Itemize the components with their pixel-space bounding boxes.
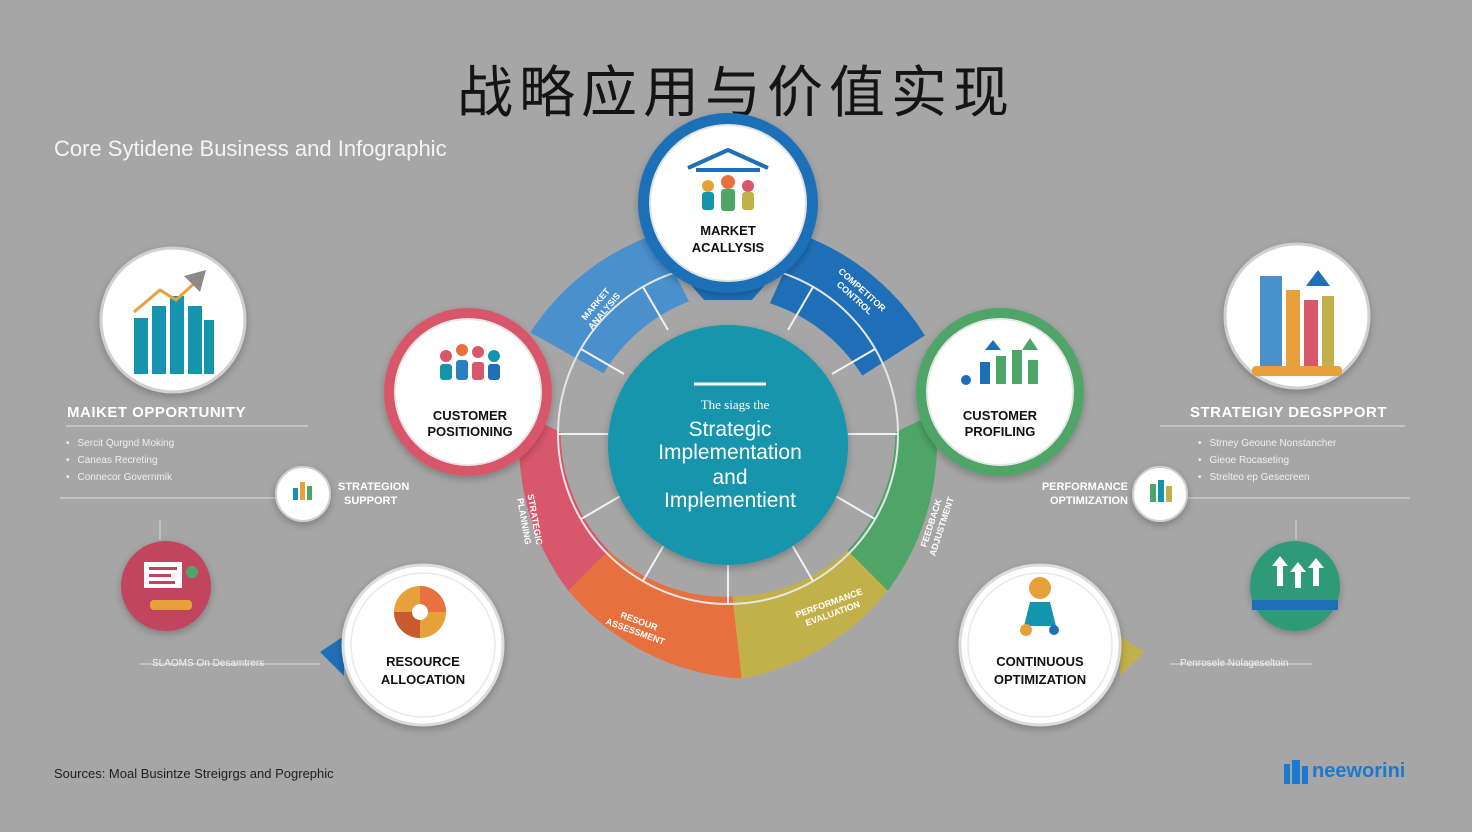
center-line-4: Implementient [664,489,796,512]
node-customer-positioning: CUSTOMER POSITIONING [384,308,552,476]
list-item: Strelteo ep Gesecreen [1198,472,1336,483]
strategy-chart-circle [1223,242,1371,390]
person-gear-icon [1020,577,1059,636]
brand-name: neeworini [1312,760,1406,782]
bar-chart-icon [133,270,214,374]
node-label-line-1: MARKET [700,223,756,238]
settings-cluster-icon [1150,480,1172,502]
rising-bars-icon [1252,270,1342,376]
ring-segment-performance-evaluation [732,550,888,679]
left-heading: MAIKET OPPORTUNITY [67,404,247,421]
node-resource-allocation: RESOURCE ALLOCATION [320,563,505,727]
team-building-icon [687,147,769,211]
node-label-line-2: PROFILING [965,424,1036,439]
node-label-line-1: CONTINUOUS [996,654,1084,669]
node-label-line-2: OPTIMIZATION [994,672,1086,687]
center-caption: The siags the [701,397,770,412]
team-icon [293,482,312,500]
list-item: Strney Geoune Nonstancher [1198,438,1337,449]
right-bullet-list: Strney Geoune Nonstancher Gieoe Rocaseti… [1198,438,1337,489]
list-item: Caneas Recreting [66,455,174,466]
center-line-1: Strategic [689,418,772,441]
strategy-support-label-2: SUPPORT [344,495,397,507]
people-group-icon [440,344,500,380]
list-item: Connecor Governmik [66,472,174,483]
puzzle-globe-icon [394,586,446,638]
source-note: Sources: Moal Busintze Streigrgs and Pog… [54,766,334,781]
performance-optimization-small-node [1132,466,1188,522]
ring-segment-strategic-planning [518,413,609,591]
strategy-support-label-1: STRATEGION [338,481,409,493]
strategy-ring [518,234,937,679]
node-label-line-2: ALLOCATION [381,672,465,687]
ring-segment-resource-assessment [568,550,742,679]
performance-label-2: OPTIMIZATION [1050,495,1128,507]
market-chart-circle [99,246,247,394]
center-circle [608,325,848,565]
ring-segment-feedback-adjustment [847,413,937,591]
list-item: Gieoe Rocaseting [1198,455,1336,466]
brand: neeworini [1312,760,1405,783]
growth-chart-icon [961,338,1038,385]
right-heading: STRATEIGIY DEGSPPORT [1190,404,1387,421]
left-bullet-list: Sercit Qurgnd Moking Caneas Recreting Co… [66,438,175,489]
node-label-line-2: POSITIONING [427,424,512,439]
node-market-analysis: MARKET ACALLYSIS [638,113,818,300]
page-subtitle: Core Sytidene Business and Infographic [54,136,447,161]
ring-segment-competitor-control [769,234,925,376]
node-label-line-1: RESOURCE [386,654,460,669]
node-continuous-optimization: CONTINUOUS OPTIMIZATION [958,563,1144,727]
node-label-line-1: CUSTOMER [433,408,508,423]
planning-board-icon [144,562,198,610]
center-line-2: Implementation [658,441,802,464]
left-footnote: SLAOMS On Desamtrers [152,658,265,669]
planning-board-circle [121,541,211,631]
node-label-line-1: CUSTOMER [963,408,1038,423]
node-customer-profiling: CUSTOMER PROFILING [916,308,1084,476]
connector-lines [60,425,1410,665]
performance-label-1: PERFORMANCE [1042,481,1128,493]
ring-segment-market-analysis [530,234,689,374]
center-line-3: and [712,466,747,489]
brand-logo-icon [1284,760,1308,784]
node-label-line-2: ACALLYSIS [692,240,765,255]
growth-arrows-circle [1250,541,1340,631]
up-arrows-icon [1252,556,1338,610]
strategy-support-small-node [275,466,331,522]
list-item: Sercit Qurgnd Moking [66,438,175,449]
right-footnote: Penrosele Nolageseltoin [1180,658,1289,669]
